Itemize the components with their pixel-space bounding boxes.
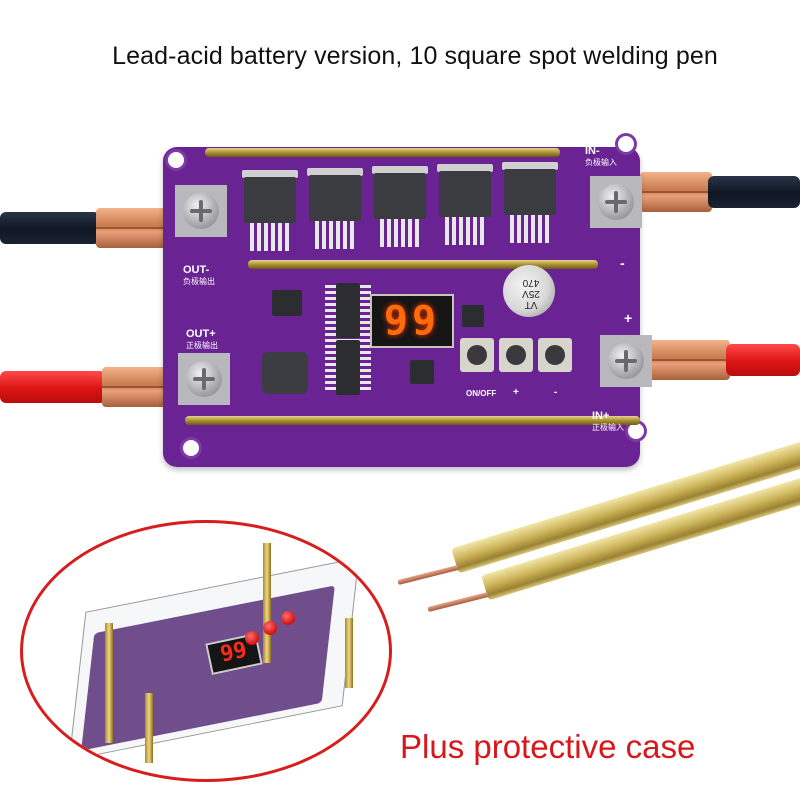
plus-label: +	[513, 387, 519, 398]
minus-button[interactable]	[538, 338, 572, 372]
brass-standoff	[145, 693, 153, 763]
mosfet-chip	[307, 168, 363, 250]
input-negative-lug	[640, 172, 712, 212]
red-button-cap	[245, 631, 259, 645]
output-positive-terminal	[178, 353, 230, 405]
input-negative-cable	[708, 176, 800, 208]
product-title: Lead-acid battery version, 10 square spo…	[112, 42, 718, 70]
red-button-cap	[263, 621, 277, 635]
brass-standoff	[105, 623, 113, 743]
screw-icon	[598, 184, 634, 220]
out-plus-label: OUT+正极输出	[186, 328, 218, 350]
driver-ic	[336, 340, 360, 395]
minus-label: -	[554, 387, 558, 398]
screw-icon	[186, 361, 222, 397]
copper-bus-bar	[205, 148, 560, 157]
red-button-cap	[281, 611, 295, 625]
brass-standoff	[345, 618, 353, 688]
mount-hole	[183, 440, 199, 456]
out-minus-label: OUT-负极输出	[183, 264, 215, 286]
seven-segment-display: 99	[370, 294, 454, 348]
protective-case-caption: Plus protective case	[400, 728, 696, 765]
brass-standoff	[263, 543, 271, 663]
input-positive-lug	[640, 340, 730, 380]
output-positive-cable	[0, 371, 106, 403]
pen-tip-lower	[427, 592, 489, 612]
in-minus-label: IN-负极输入	[585, 145, 617, 167]
copper-bus-bar	[248, 260, 598, 269]
mosfet-chip	[242, 170, 298, 252]
on-off-label: ON/OFF	[466, 389, 497, 398]
regulator-chip	[462, 305, 484, 327]
plus-button[interactable]	[499, 338, 533, 372]
mount-hole	[618, 136, 634, 152]
copper-bus-bar	[185, 416, 640, 425]
output-negative-lug	[96, 208, 166, 248]
screw-icon	[183, 193, 219, 229]
terminal-minus-label: -	[620, 255, 625, 271]
small-ic	[410, 360, 434, 384]
terminal-plus-label: +	[624, 310, 633, 326]
pen-tip-upper	[397, 565, 459, 585]
display-digits: 99	[383, 298, 441, 344]
optocoupler-chip	[272, 290, 302, 316]
mount-hole	[628, 423, 644, 439]
output-positive-lug	[102, 367, 168, 407]
mount-hole	[168, 152, 184, 168]
screw-icon	[608, 343, 644, 379]
mosfet-chip	[437, 164, 493, 246]
driver-ic	[336, 283, 360, 338]
on-off-button[interactable]	[460, 338, 494, 372]
protective-case-inset: 99	[20, 520, 392, 782]
mosfet-chip	[502, 162, 558, 244]
mosfet-chip	[372, 166, 428, 248]
output-negative-terminal	[175, 185, 227, 237]
buzzer	[262, 352, 308, 394]
output-negative-cable	[0, 212, 100, 244]
input-positive-cable	[726, 344, 800, 376]
input-negative-terminal	[590, 176, 642, 228]
in-plus-label: IN+正极输入	[592, 410, 624, 432]
input-positive-terminal	[600, 335, 652, 387]
